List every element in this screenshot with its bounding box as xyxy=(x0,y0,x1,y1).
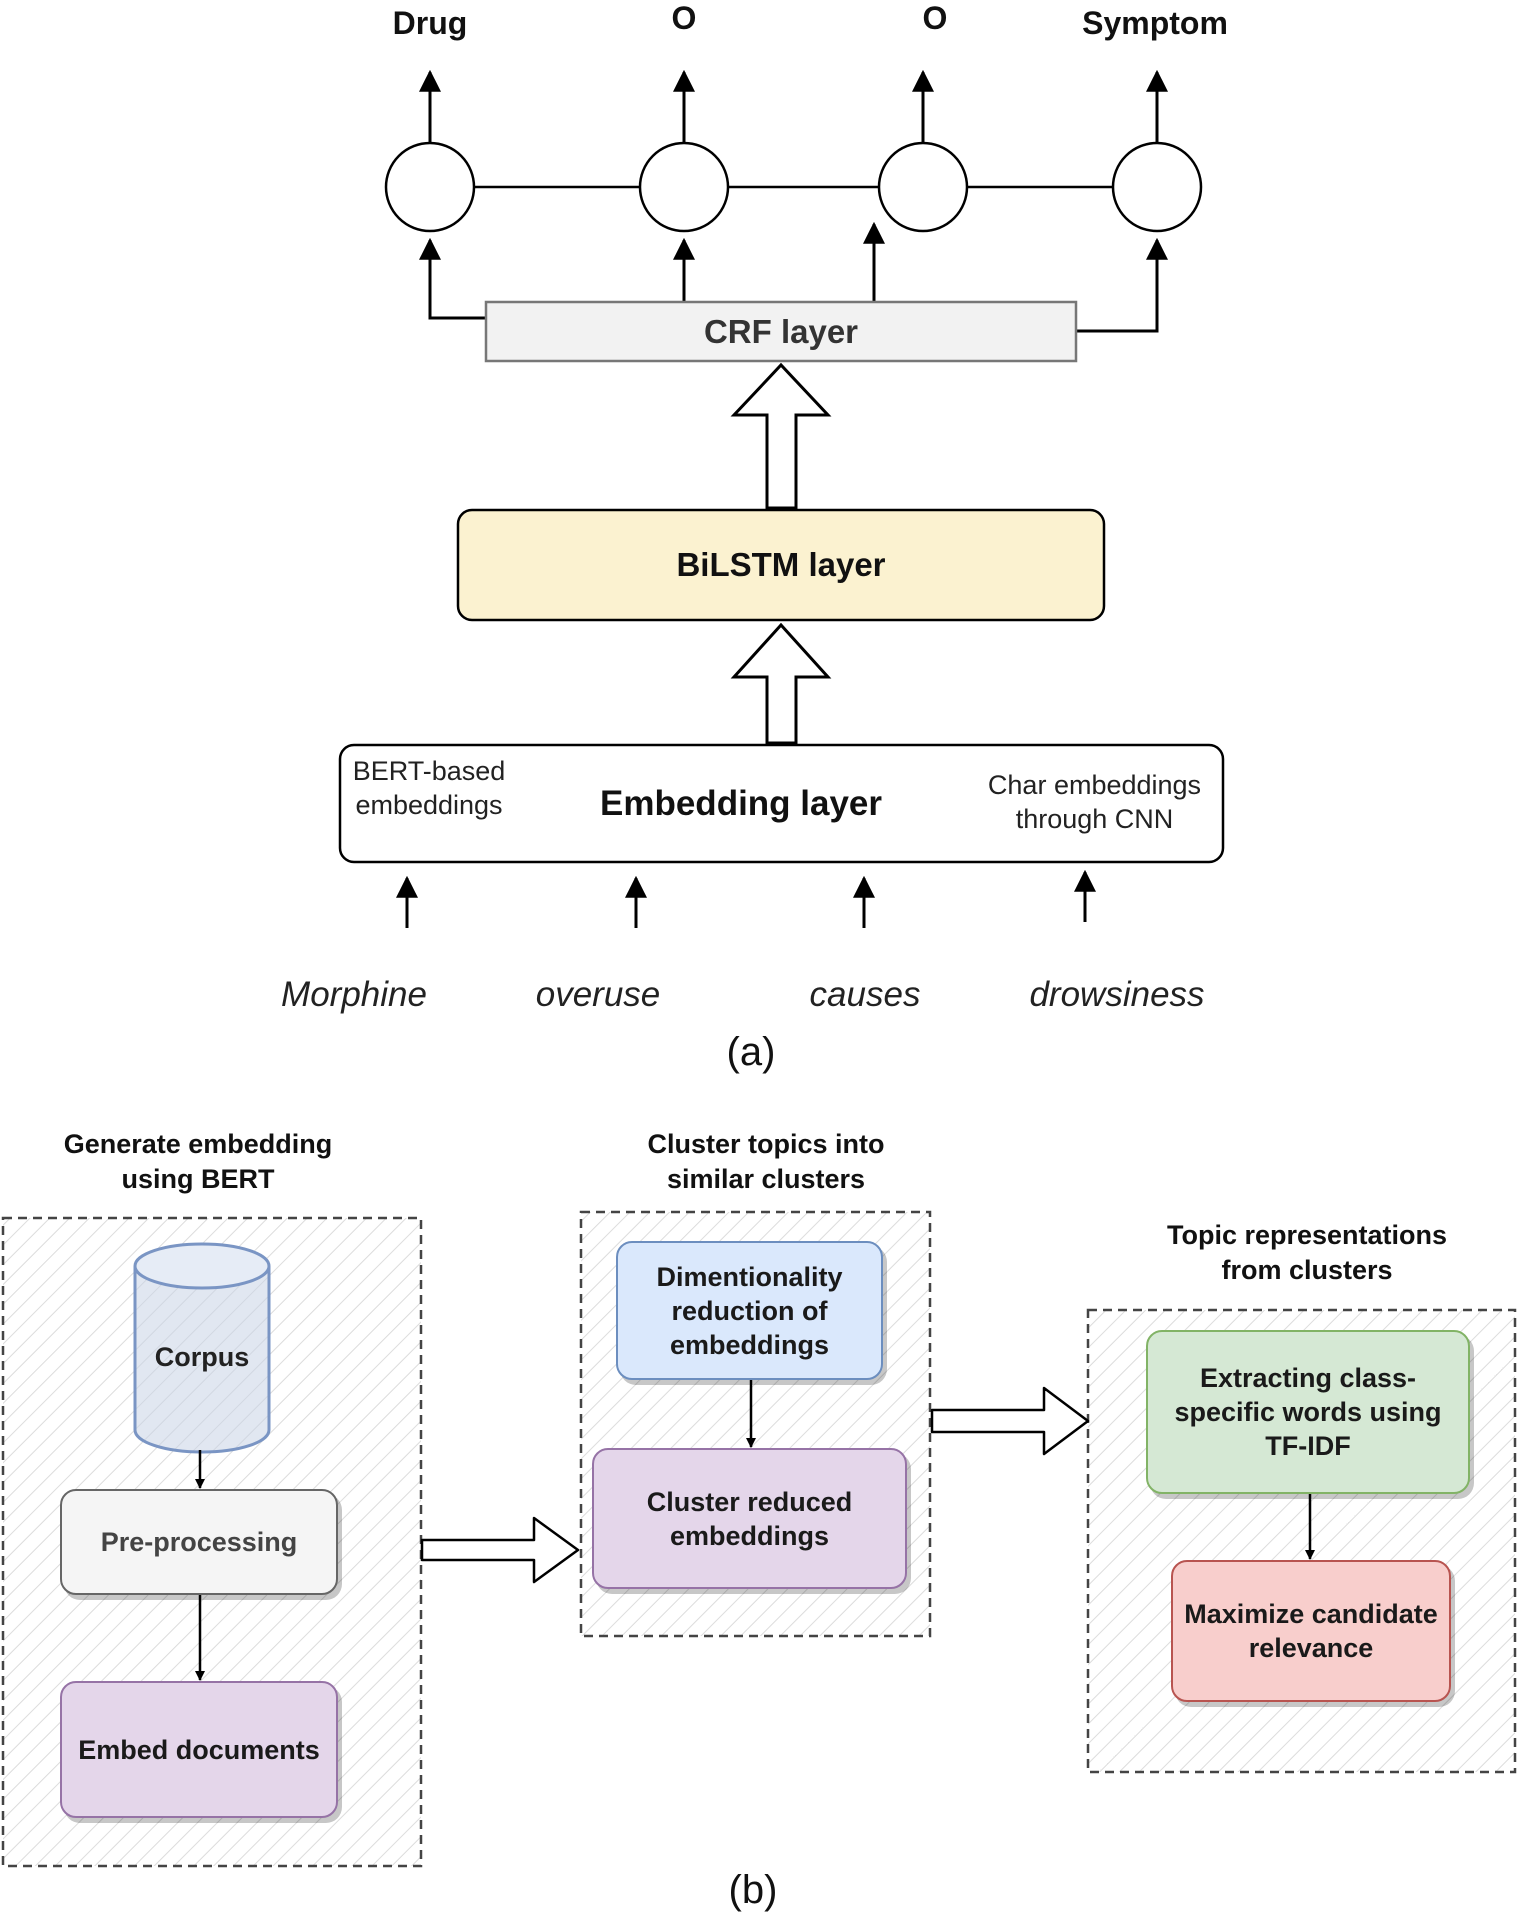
embedding-layer-label: Embedding layer xyxy=(600,784,883,823)
crf-connections xyxy=(419,221,1168,333)
dim-reduction-box: Dimentionality reduction of embeddings xyxy=(616,1241,883,1380)
cluster-reduced-box: Cluster reduced embeddings xyxy=(592,1448,907,1589)
dim-reduction-label: Dimentionality reduction of embeddings xyxy=(656,1261,843,1360)
hollow-arrow-group2-to-group3 xyxy=(930,1386,1090,1456)
group3-heading: Topic representations from clusters xyxy=(1166,1220,1448,1285)
crf-node-2 xyxy=(638,141,730,233)
input-word-overuse: overuse xyxy=(535,975,661,1014)
input-word-causes: causes xyxy=(809,975,921,1014)
crf-layer-box xyxy=(484,300,1078,363)
input-arrows xyxy=(396,869,1096,928)
crf-layer-label: CRF layer xyxy=(703,312,859,350)
extract-words-box: Extracting class-specific words using TF… xyxy=(1146,1330,1470,1494)
output-tag-o-2: O xyxy=(922,0,948,36)
output-tag-o-1: O xyxy=(671,0,697,36)
input-word-drowsiness: drowsiness xyxy=(1029,975,1205,1014)
caption-a: (a) xyxy=(726,1030,776,1074)
output-tag-drug: Drug xyxy=(392,5,468,41)
corpus-cylinder xyxy=(133,1242,271,1454)
bilstm-layer-label: BiLSTM layer xyxy=(676,546,886,583)
crf-node-1 xyxy=(384,141,476,233)
crf-node-4 xyxy=(1111,141,1203,233)
embed-documents-label: Embed documents xyxy=(78,1734,320,1765)
crf-node-3 xyxy=(877,141,969,233)
embedding-layer-box xyxy=(338,743,1225,864)
maximize-relevance-label: Maximize candidate relevance xyxy=(1184,1599,1438,1663)
maximize-relevance-box: Maximize candidate relevance xyxy=(1171,1560,1451,1702)
output-tag-symptom: Symptom xyxy=(1082,5,1228,41)
caption-b: (b) xyxy=(728,1868,778,1912)
embed-documents-box: Embed documents xyxy=(60,1681,338,1818)
char-embeddings-label: Char embeddings through CNN xyxy=(987,770,1202,834)
hollow-arrow-bilstm-to-crf xyxy=(730,362,832,510)
hollow-arrow-group1-to-group2 xyxy=(420,1516,580,1584)
group1-heading: Generate embedding using BERT xyxy=(63,1129,333,1194)
crf-nodes xyxy=(384,141,1203,233)
preprocessing-label: Pre-processing xyxy=(100,1527,298,1557)
preprocessing-box: Pre-processing xyxy=(60,1489,338,1595)
hollow-arrow-embedding-to-bilstm xyxy=(730,622,832,745)
output-arrows xyxy=(419,69,1168,142)
input-word-morphine: Morphine xyxy=(281,975,427,1014)
corpus-label: Corpus xyxy=(154,1342,250,1372)
bert-embeddings-label: BERT-based embeddings xyxy=(352,756,506,820)
group2-heading: Cluster topics into similar clusters xyxy=(647,1129,885,1194)
cluster-reduced-label: Cluster reduced embeddings xyxy=(646,1486,853,1551)
extract-words-label: Extracting class-specific words using TF… xyxy=(1174,1363,1442,1461)
bilstm-layer-box xyxy=(456,508,1106,622)
